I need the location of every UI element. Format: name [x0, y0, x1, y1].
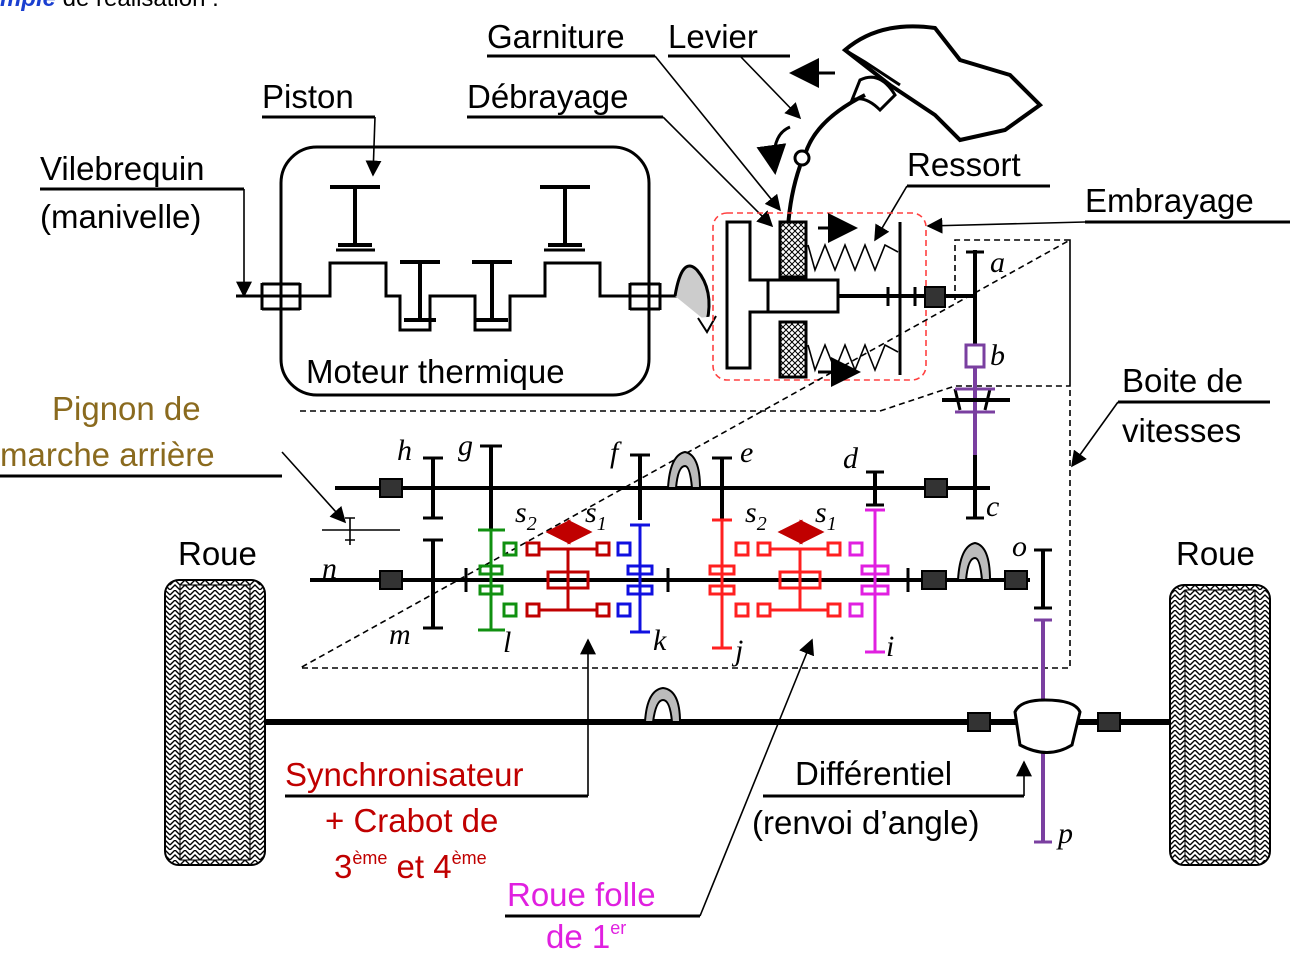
clutch	[712, 212, 946, 387]
letter-b: b	[990, 339, 1005, 372]
letter-h: h	[397, 434, 412, 467]
engine: Moteur thermique	[236, 145, 700, 397]
letter-l: l	[503, 626, 511, 659]
tire-icon	[1169, 584, 1271, 866]
label-roue-folle-2: de 1er	[546, 918, 626, 955]
label-embrayage: Embrayage	[1085, 182, 1254, 219]
gear-j	[708, 518, 842, 650]
foot-icon	[841, 24, 1044, 143]
letter-n: n	[322, 552, 337, 585]
label-roue-right: Roue	[1176, 535, 1255, 572]
label-debrayage: Débrayage	[467, 78, 628, 115]
letter-p: p	[1056, 817, 1073, 850]
gearbox-dashed-frame	[296, 238, 1071, 669]
gear-l	[478, 528, 518, 632]
letter-k: k	[653, 624, 667, 657]
letter-f: f	[610, 436, 622, 469]
label-synchro-1: Synchronisateur	[285, 756, 523, 793]
letter-j: j	[731, 634, 743, 667]
letter-i: i	[886, 630, 894, 663]
label-pignon-2: marche arrière	[0, 436, 215, 473]
label-pignon-1: Pignon de	[52, 390, 201, 427]
rotation-arrow-icon	[673, 264, 717, 334]
letter-m: m	[389, 618, 411, 651]
label-vilebrequin: Vilebrequin	[40, 150, 205, 187]
gear-k	[616, 523, 654, 634]
label-differentiel-2: (renvoi d’angle)	[752, 804, 979, 841]
label-differentiel-1: Différentiel	[795, 755, 952, 792]
differential	[1013, 698, 1082, 754]
gearbox: n	[296, 238, 1071, 844]
letter-a: a	[990, 246, 1005, 279]
label-boite-1: Boite de	[1122, 362, 1243, 399]
label-ressort: Ressort	[907, 146, 1021, 183]
label-piston: Piston	[262, 78, 354, 115]
letter-d: d	[843, 442, 859, 475]
letter-s1-right: s1	[815, 496, 837, 535]
label-moteur: Moteur thermique	[306, 353, 565, 390]
letter-g: g	[458, 429, 473, 462]
label-synchro-3: 3ème et 4ème	[334, 848, 487, 885]
label-manivelle: (manivelle)	[40, 198, 201, 235]
label-roue-left: Roue	[178, 535, 257, 572]
label-roue-folle-1: Roue folle	[507, 876, 656, 913]
letter-o: o	[1012, 530, 1027, 563]
label-levier: Levier	[668, 18, 758, 55]
label-garniture: Garniture	[487, 18, 625, 55]
pedal-lever	[756, 58, 866, 229]
header-fragment: mple de réalisation :	[0, 0, 219, 12]
letter-c: c	[986, 490, 999, 523]
axle	[265, 686, 1170, 754]
letter-s1-left: s1	[585, 496, 607, 535]
tire-icon	[164, 579, 266, 866]
synchro-34	[525, 541, 611, 618]
letter-s2-left: s2	[515, 496, 537, 535]
label-synchro-2: + Crabot de	[325, 802, 498, 839]
engine-block	[279, 145, 651, 397]
label-boite-2: vitesses	[1122, 412, 1241, 449]
gear-i	[848, 508, 890, 654]
letter-e: e	[740, 436, 753, 469]
letter-s2-right: s2	[745, 496, 767, 535]
